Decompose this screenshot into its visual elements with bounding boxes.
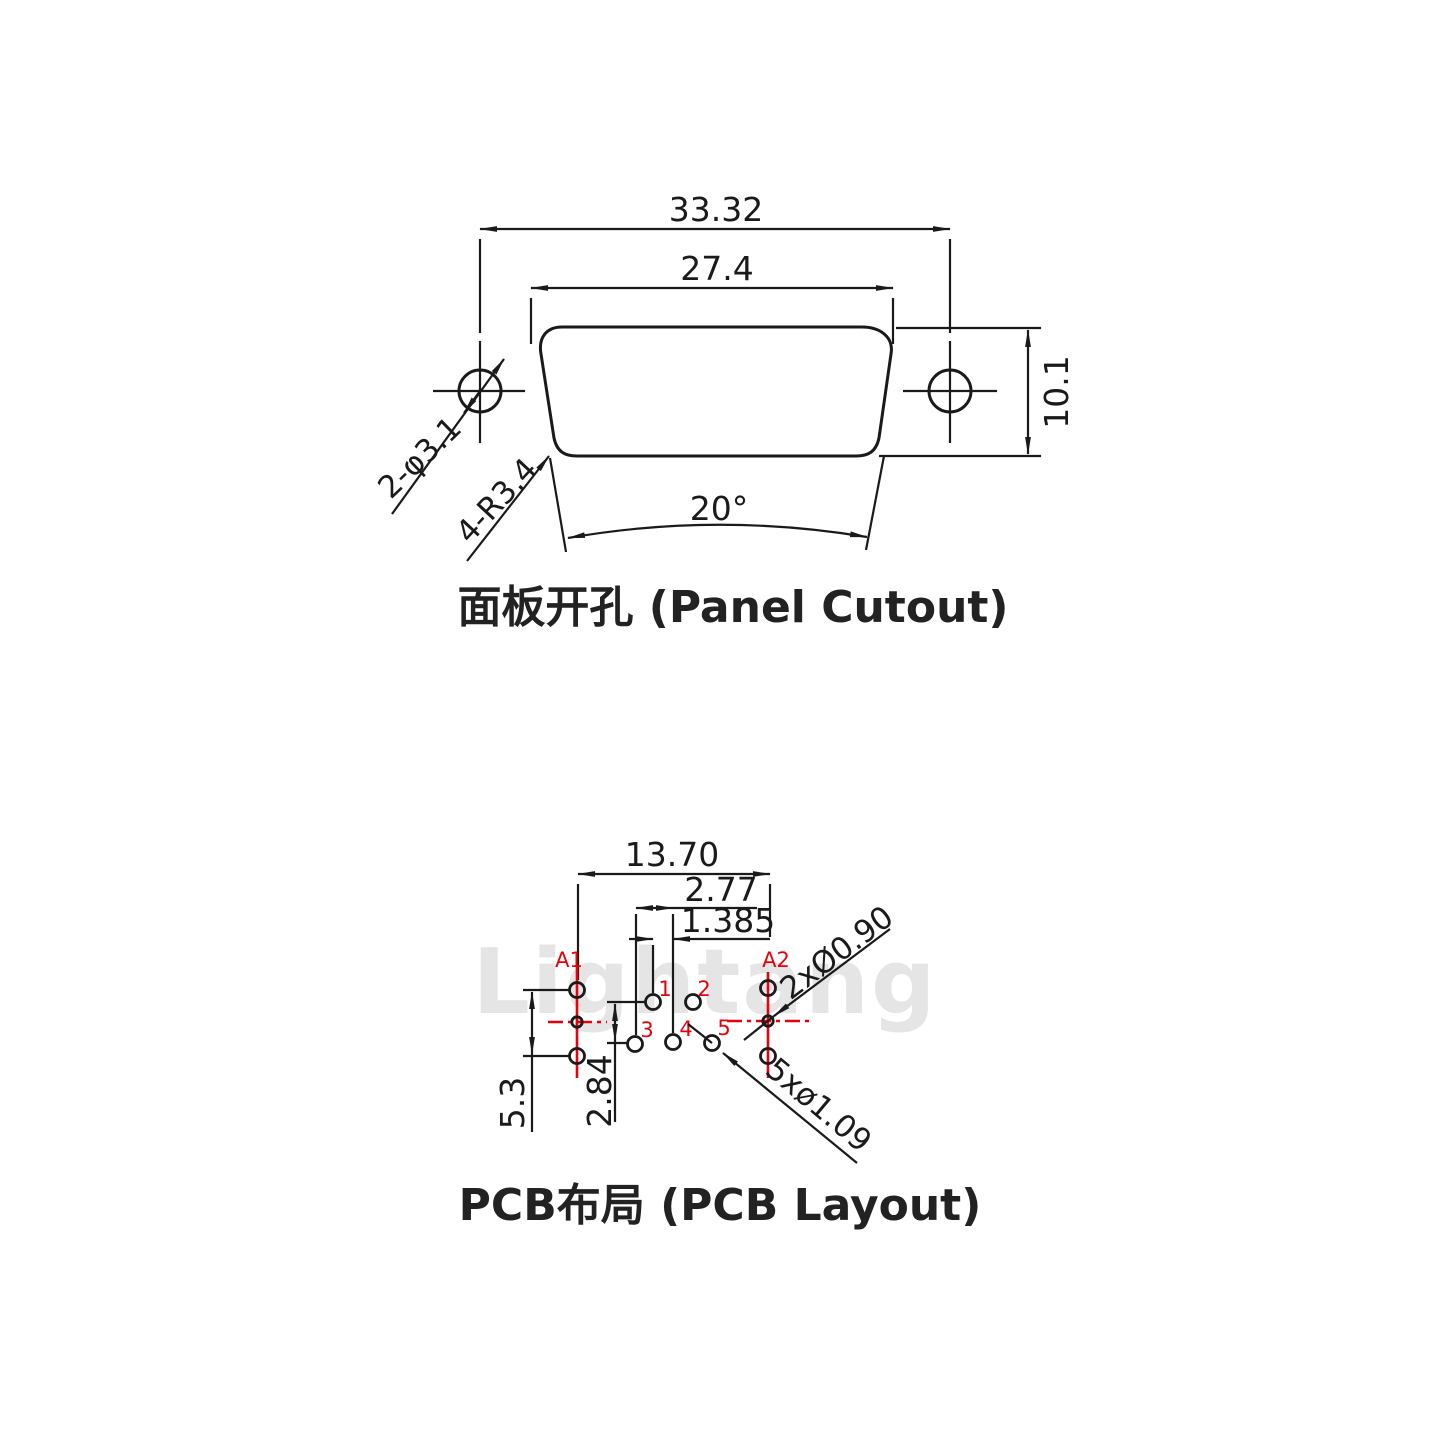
- pin-3-label: 3: [640, 1018, 653, 1042]
- leader-line-pin-hole: [722, 1052, 858, 1164]
- panel-cutout-caption: 面板开孔 (Panel Cutout): [457, 582, 1008, 633]
- dim-text-pad-height: 5.3: [493, 1077, 532, 1129]
- pin-2-hole: [684, 993, 702, 1011]
- pcb-layout-drawing: Lightang 13.70 2.77 1.385 5.3 2.84: [459, 835, 982, 1231]
- pin-1-hole: [644, 993, 662, 1011]
- dim-text-mount-span: 33.32: [669, 190, 763, 229]
- dim-text-pad-span: 13.70: [625, 835, 719, 874]
- dim-text-cutout-width: 27.4: [680, 249, 753, 288]
- pin-1-label: 1: [658, 977, 671, 1001]
- leader-line-through-pin: [687, 1023, 713, 1044]
- a1-label: A1: [555, 948, 583, 972]
- pin-5-label: 5: [717, 1016, 730, 1040]
- a2-center-pin-hole: [761, 1014, 775, 1028]
- leader-line-coax-hole: [773, 928, 891, 1017]
- panel-cutout-drawing: 33.32 27.4 10.1 20° 2-φ3.1 4-R3.4: [371, 190, 1076, 633]
- pin-3-hole: [626, 1035, 644, 1053]
- leader-line-corner-radius: [466, 455, 550, 562]
- pin-5-hole: [703, 1034, 721, 1052]
- dim-text-pin-pitch: 2.77: [684, 870, 757, 909]
- angle-arc: [567, 523, 868, 540]
- dim-text-angle: 20°: [690, 489, 749, 528]
- a2-top-hole: [759, 979, 777, 997]
- a1-top-hole: [568, 981, 586, 999]
- angle-extension-line: [548, 457, 568, 553]
- label-pin-hole: 5xø1.09: [759, 1051, 879, 1160]
- pin-4-hole: [664, 1033, 682, 1051]
- angle-extension-line: [864, 455, 886, 551]
- dsub-cutout-shape: [538, 325, 893, 458]
- watermark-text: Lightang: [473, 930, 938, 1035]
- a2-bottom-hole: [759, 1047, 777, 1065]
- dim-text-row-offset: 1.385: [681, 901, 775, 940]
- leader-line-tail: [743, 1015, 775, 1041]
- a1-bottom-hole: [568, 1047, 586, 1065]
- pin-4-label: 4: [679, 1017, 692, 1041]
- dim-text-height: 10.1: [1037, 355, 1076, 428]
- dim-text-row-spacing: 2.84: [580, 1054, 619, 1127]
- pin-2-label: 2: [697, 977, 710, 1001]
- a2-label: A2: [762, 948, 790, 972]
- label-mount-holes: 2-φ3.1: [371, 410, 468, 506]
- pcb-layout-caption: PCB布局 (PCB Layout): [459, 1180, 982, 1231]
- leader-arrow-segment: [463, 390, 481, 414]
- label-corner-radius: 4-R3.4: [449, 452, 545, 551]
- a1-center-pin-hole: [570, 1015, 584, 1029]
- leader-line-mount-holes: [391, 358, 505, 515]
